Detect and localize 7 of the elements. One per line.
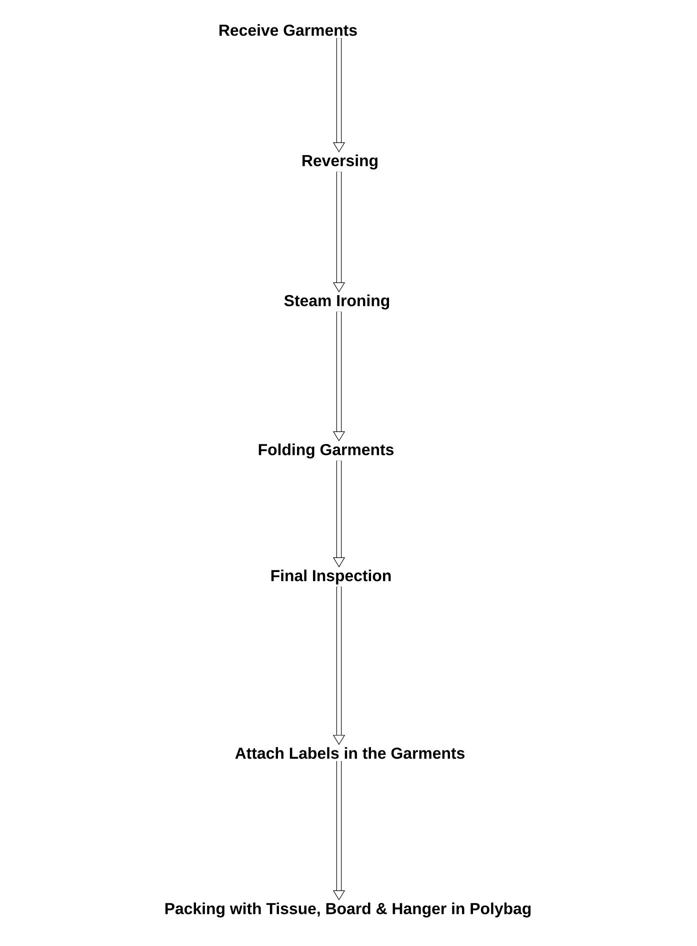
- step-label: Attach Labels in the Garments: [235, 747, 464, 759]
- step-label: Receive Garments: [220, 24, 357, 36]
- step-label: Reversing: [302, 154, 378, 170]
- step-label: Packing with Tissue, Board & Hanger in Polybag: [165, 902, 531, 918]
- step-label: Final Inspection: [271, 570, 391, 584]
- step-label: Folding Garments: [258, 444, 394, 458]
- step-label: Steam Ironing: [284, 294, 390, 310]
